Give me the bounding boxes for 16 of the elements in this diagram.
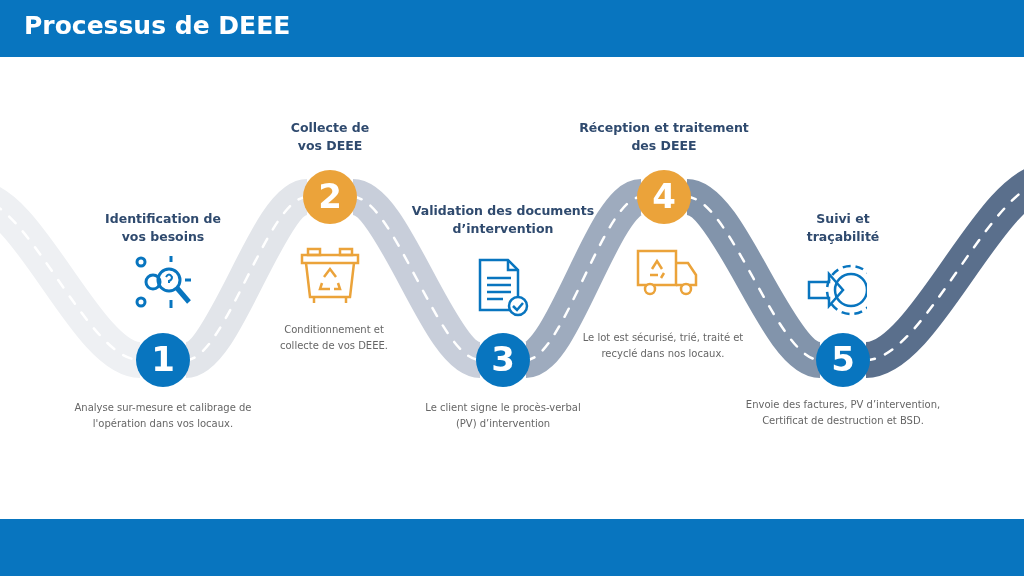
step-description: Le lot est sécurisé, trié, traité et recyclé dans nos locaux. [581, 331, 745, 361]
page-title: Processus de DEEE [24, 11, 291, 40]
step-description: Conditionnement et collecte de vos DEEE. [279, 323, 389, 353]
step-description: Le client signe le procès-verbal (PV) d’intervention [424, 401, 582, 431]
step-heading: Identification de vos besoins [104, 210, 222, 246]
step-number: 3 [490, 339, 516, 379]
step-number: 1 [150, 339, 176, 379]
step-heading: Réception et traitement des DEEE [579, 119, 749, 155]
step-heading: Collecte de vos DEEE [289, 119, 371, 155]
step-number: 4 [651, 176, 677, 216]
step-number: 5 [830, 339, 856, 379]
step-heading: Suivi et traçabilité [805, 210, 881, 246]
step-description: Envoie des factures, PV d’intervention, Certificat de destruction et BSD. [744, 398, 942, 428]
step-heading: Validation des documents d’intervention [410, 202, 596, 238]
step-number: 2 [317, 176, 343, 216]
step-description: Analyse sur-mesure et calibrage de l'opération dans vos locaux. [73, 401, 253, 431]
